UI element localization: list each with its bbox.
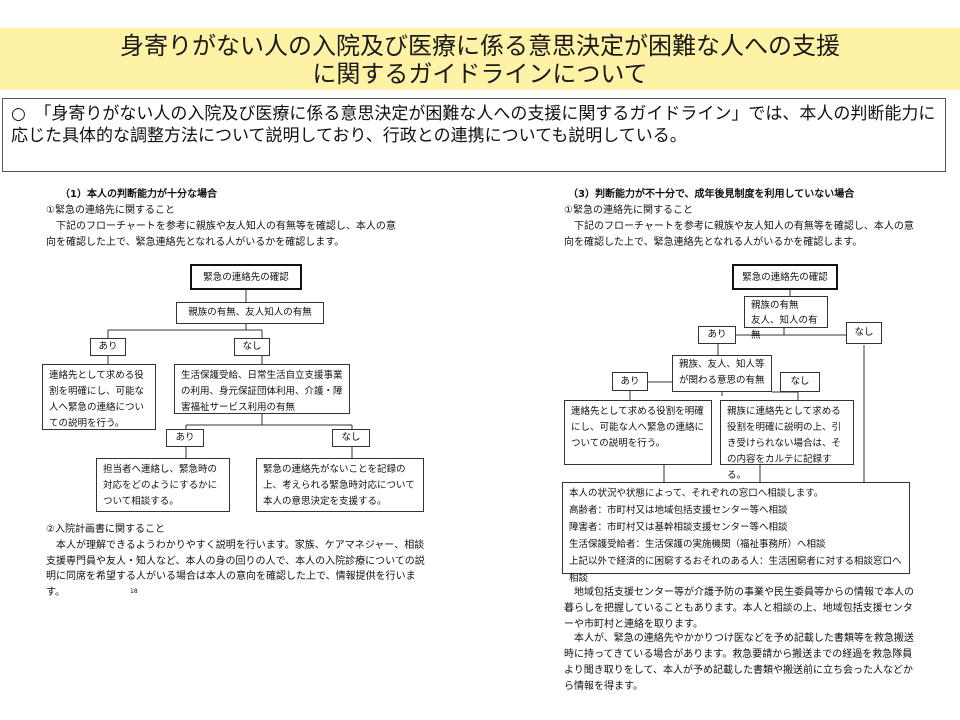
left-flow-no-label: なし (234, 338, 270, 356)
right-paragraph-line2: 向を確認した上で、緊急連絡先となれる人がいるかを確認します。 (564, 237, 863, 248)
slide-title-line2: に関するガイドラインについて (312, 60, 648, 88)
right-flow-no-label: なし (846, 322, 882, 344)
right-flow-yes-result: 連絡先として求める役割を明確にし、可能な人へ緊急の連絡についての説明を行う。 (564, 400, 712, 465)
left-heading: （1）本人の判断能力が十分な場合 (60, 189, 217, 200)
consultation-intro: 本人の状況や状態によって、それぞれの窓口へ相談します。 (569, 488, 824, 499)
left-flow-start-box: 緊急の連絡先の確認 (190, 264, 302, 290)
right-community-center-paragraph: 地域包括支援センター等が介護予防の事業や民生委員等からの情報で本人の暮らしを把握… (564, 587, 914, 630)
right-flow-willingness-line1: 親族、友人、知人等 (679, 359, 765, 370)
right-paragraph-line1: 下記のフローチャートを参考に親族や友人知人の有無等を確認し、本人の意 (574, 221, 914, 232)
consultation-disabled: 障害者：市町村又は基幹相談支援センター等へ相談 (569, 522, 788, 533)
right-flow-willingness-line2: が関わる意思の有無 (679, 375, 765, 386)
consultation-other: 上記以外で経済的に困窮するおそれのある人：生活困窮者に対する相談窓口へ相談 (569, 556, 902, 584)
slide-title-line1: 身寄りがない人の入院及び医療に係る意思決定が困難な人への支援 (120, 32, 840, 60)
left-flow-contact-person-result: 担当者へ連絡し、緊急時の対応をどのようにするかについて相談する。 (96, 458, 230, 512)
right-flow-question-relatives: 親族の有無 友人、知人の有無 (744, 296, 828, 341)
right-flow-willingness-no-label: なし (780, 372, 820, 392)
footnote-marker: 18 (130, 588, 138, 595)
right-flow-question-willingness: 親族、友人、知人等 が関わる意思の有無 (672, 355, 772, 392)
right-flow-question-line1: 親族の有無 (751, 300, 799, 311)
right-heading: （3）判断能力が不十分で、成年後見制度を利用していない場合 (568, 189, 855, 200)
left-flow-yes-label: あり (90, 338, 126, 356)
left-paragraph-line2: 向を確認した上で、緊急連絡先となれる人がいるかを確認します。 (46, 237, 345, 248)
right-subheading-emergency-contact: ①緊急の連絡先に関すること (564, 205, 693, 216)
left-flow-yes-result: 連絡先として求める役割を明確にし、可能な人へ緊急の連絡についての説明を行う。 (42, 364, 156, 430)
left-flow-no-result-services: 生活保護受給、日常生活自立支援事業の利用、身元保証団体利用、介護・障害福祉サービ… (174, 364, 350, 414)
left-flow-question-relatives: 親族の有無、友人知人の有無 (176, 302, 324, 324)
left-flow-services-yes-label: あり (166, 429, 204, 447)
intro-box: ○ 「身寄りがない人の入院及び医療に係る意思決定が困難な人への支援に関するガイド… (2, 98, 946, 172)
consultation-elderly: 高齢者：市町村又は地域包括支援センター等へ相談 (569, 505, 788, 516)
right-emergency-transport-paragraph: 本人が、緊急の連絡先やかかりつけ医などを予め記載した書類等を救急搬送時に持ってき… (564, 633, 914, 692)
left-subheading-admission-plan: ②入院計画書に関すること (46, 524, 165, 535)
right-flow-start-box: 緊急の連絡先の確認 (732, 264, 838, 290)
title-band (0, 28, 960, 90)
left-subheading-emergency-contact: ①緊急の連絡先に関すること (46, 205, 175, 216)
left-admission-paragraph: 本人が理解できるようわかりやすく説明を行います。家族、ケアマネジャー、相談支援専… (46, 540, 425, 598)
right-flow-consultation-box: 本人の状況や状態によって、それぞれの窓口へ相談します。 高齢者：市町村又は地域包… (562, 482, 910, 584)
right-flow-yes-label: あり (698, 326, 736, 344)
right-flow-question-line2: 友人、知人の有無 (751, 315, 818, 341)
left-flow-no-contact-result: 緊急の連絡先がないことを記録の上、考えられる緊急時対応について本人の意思決定を支… (256, 458, 424, 512)
intro-text: ○ 「身寄りがない人の入院及び医療に係る意思決定が困難な人への支援に関するガイド… (11, 104, 936, 146)
right-flow-no-result-record: 親族に連絡先として求める役割を明確に説明の上、引き受けられない場合は、その内容を… (720, 400, 854, 481)
consultation-welfare: 生活保護受給者：生活保護の実施機関（福祉事務所）へ相談 (569, 539, 826, 550)
right-flow-willingness-yes-label: あり (612, 372, 648, 391)
left-flow-services-no-label: なし (332, 429, 370, 447)
left-paragraph-line1: 下記のフローチャートを参考に親族や友人知人の有無等を確認し、本人の意 (56, 221, 396, 232)
